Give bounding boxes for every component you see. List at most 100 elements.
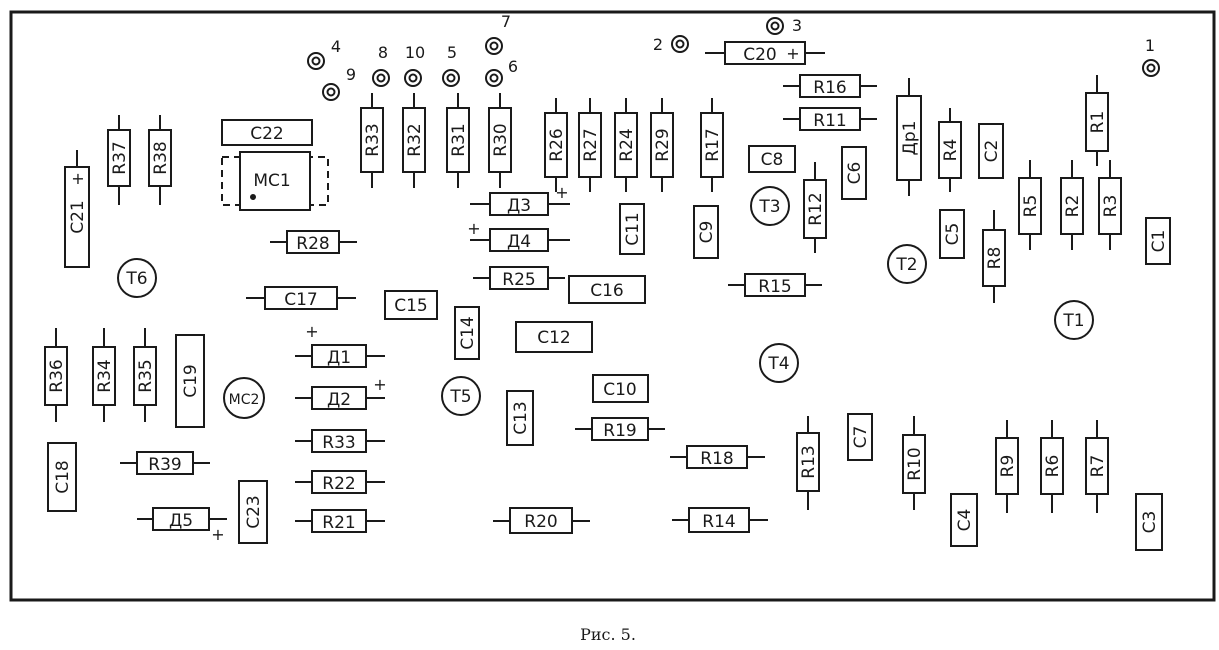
part-C12: C12 [515,321,593,353]
part-C23-v: C23 [238,480,268,544]
transistor-T6: T6 [117,258,157,298]
part-Др1-v: Др1 [896,78,922,196]
svg-text:C10: C10 [603,380,637,400]
svg-text:+: + [373,375,386,394]
part-C6-v: C6 [841,146,867,200]
part-R14: R14 [672,507,768,533]
part-label: R5 [1021,195,1041,218]
part-label: R13 [799,445,819,478]
part-R5-v: R5 [1018,160,1042,250]
part-label: C7 [851,426,871,449]
pin-5: 5 [442,43,460,87]
part-C18-v: C18 [47,442,77,512]
part-R1-v: R1 [1085,75,1109,166]
part-label: R36 [47,359,67,392]
part-C2-v: C2 [978,123,1004,179]
part-R4-v: R4 [938,108,962,192]
pin-9: 9 [322,65,356,101]
part-Д3: Д3+ [470,183,570,216]
svg-text:+: + [786,44,799,63]
part-label: R24 [617,128,637,161]
svg-text:MC2: MC2 [229,392,260,408]
figure-caption: Рис. 5. [580,625,636,644]
svg-text:R21: R21 [322,513,355,533]
svg-text:R22: R22 [322,474,355,494]
part-label: C21 [68,200,88,234]
part-R22: R22 [295,470,385,494]
part-C10: C10 [592,374,649,403]
part-C17: C17 [246,286,356,310]
svg-text:R14: R14 [702,512,735,532]
part-R16: R16 [783,74,877,98]
part-R18: R18 [670,445,765,469]
svg-text:R28: R28 [296,234,329,254]
part-C19-v: C19 [175,334,205,428]
transistor-T3: T3 [750,186,790,226]
pin-4: 4 [307,37,341,70]
svg-text:C12: C12 [537,328,571,348]
transistor-T4: T4 [759,343,799,383]
part-R15: R15 [728,273,822,297]
part-label: R4 [941,139,961,162]
part-C8: C8 [748,145,796,173]
part-label: C23 [244,495,264,529]
svg-text:1: 1 [1145,36,1155,55]
pin-3: 3 [766,16,802,35]
part-Д1: Д1+ [295,322,385,368]
part-label: C2 [982,140,1002,163]
part-C22: C22 [221,119,313,146]
part-R12-v: R12 [803,162,827,253]
svg-text:R33: R33 [322,433,355,453]
part-R19: R19 [575,417,665,441]
svg-text:2: 2 [653,35,663,54]
part-C5-v: C5 [939,209,965,259]
part-C15: C15 [384,290,438,320]
transistor-T5: T5 [441,376,481,416]
part-R34-v: R34 [92,328,116,422]
part-R38-v: R38 [148,115,172,205]
part-R33-h: R33 [295,429,385,453]
part-C13-v: C13 [506,390,534,446]
part-C14-v: C14 [454,306,480,360]
part-C7-v: C7 [847,413,873,461]
svg-text:T1: T1 [1062,311,1084,331]
part-label: R27 [581,128,601,161]
part-label: R3 [1101,195,1121,218]
svg-text:Д3: Д3 [507,196,531,216]
svg-text:C17: C17 [284,290,318,310]
svg-text:Д4: Д4 [507,232,531,252]
part-R7-v: R7 [1085,420,1109,513]
part-R26-v: R26 [544,98,568,192]
part-R2-v: R2 [1060,160,1084,250]
svg-text:T4: T4 [767,354,789,374]
svg-text:C20: C20 [743,45,777,65]
svg-text:R18: R18 [700,449,733,469]
svg-text:C22: C22 [250,124,284,144]
part-label: R7 [1088,455,1108,478]
part-R33-v: R33 [360,93,384,188]
svg-text:T6: T6 [125,269,147,289]
part-label: R32 [405,123,425,156]
svg-text:9: 9 [346,65,356,84]
svg-text:+: + [211,525,224,544]
part-label: R1 [1088,111,1108,134]
part-label: R17 [703,128,723,161]
pins: 1 2 3 4 5 6 7 8 9 10 [307,12,1160,101]
part-label: C18 [53,460,73,494]
part-label: R29 [653,128,673,161]
part-label: C6 [845,162,865,185]
part-label: R2 [1063,195,1083,218]
part-label: R34 [95,359,115,392]
svg-text:+: + [305,322,318,341]
part-label: R30 [491,123,511,156]
pin-2: 2 [653,35,689,54]
part-R11: R11 [783,107,877,131]
svg-text:R15: R15 [758,277,791,297]
part-label: R37 [110,141,130,174]
part-label: C9 [697,221,717,244]
part-R17-v: R17 [700,98,724,192]
part-R31-v: R31 [446,93,470,188]
svg-text:8: 8 [378,43,388,62]
pin-6: 6 [485,57,518,87]
